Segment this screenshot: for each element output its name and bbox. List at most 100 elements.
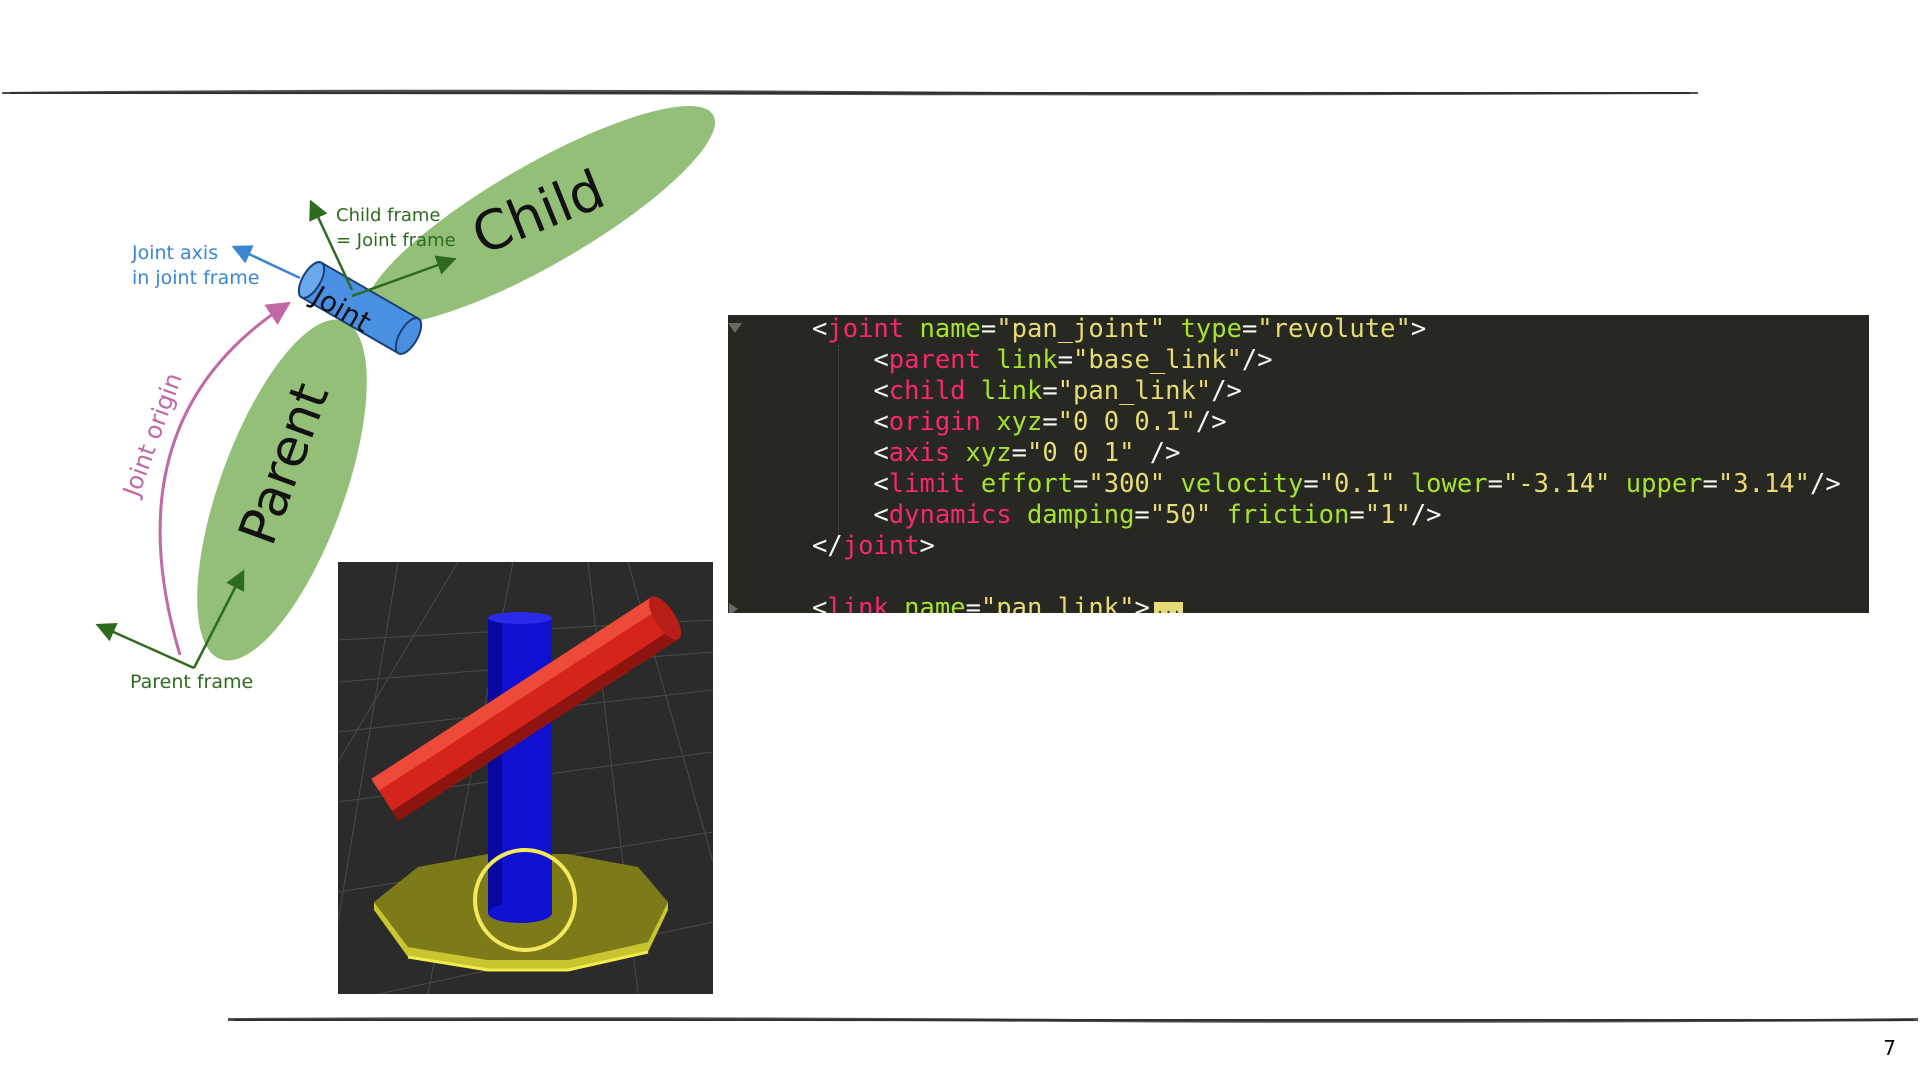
code-token: child bbox=[888, 376, 966, 406]
code-line: <origin xyz="0 0 0.1"/> bbox=[812, 407, 1227, 438]
code-token: link bbox=[980, 376, 1043, 406]
code-token: "pan_link" bbox=[980, 593, 1135, 613]
code-line: <joint name="pan_joint" type="revolute"> bbox=[812, 315, 1426, 345]
code-token: "pan_joint" bbox=[996, 315, 1166, 344]
code-token: origin bbox=[888, 407, 981, 437]
top-divider bbox=[2, 89, 1698, 96]
code-token: = bbox=[965, 593, 981, 613]
code-token: "base_link" bbox=[1073, 345, 1242, 375]
joint-axis-label: Joint axis in joint frame bbox=[131, 242, 259, 289]
code-token: "pan_link" bbox=[1057, 376, 1212, 406]
code-token: < bbox=[812, 376, 889, 406]
code-token: upper bbox=[1625, 469, 1703, 499]
code-token bbox=[1165, 315, 1180, 344]
code-token bbox=[950, 438, 965, 468]
code-token: > bbox=[1134, 593, 1150, 613]
child-frame-x-arrow bbox=[351, 255, 457, 298]
fold-marker[interactable]: ... bbox=[1153, 602, 1184, 613]
code-token: < bbox=[812, 315, 828, 344]
indent-guide bbox=[838, 345, 839, 535]
code-token: = bbox=[1303, 469, 1319, 499]
bottom-divider bbox=[228, 1017, 1918, 1023]
code-token: xyz bbox=[996, 407, 1043, 437]
code-token: = bbox=[1042, 376, 1058, 406]
code-token: "300" bbox=[1088, 469, 1166, 499]
code-token: "3.14" bbox=[1717, 469, 1811, 499]
code-line: <axis xyz="0 0 1" /> bbox=[812, 438, 1181, 469]
code-token: = bbox=[1134, 500, 1150, 530]
child-frame-y-arrow bbox=[309, 199, 354, 291]
code-token: link bbox=[827, 593, 889, 613]
code-token bbox=[1610, 469, 1625, 499]
code-token: /> bbox=[1810, 469, 1841, 499]
code-token: velocity bbox=[1180, 469, 1304, 499]
child-frame-label: Child frame = Joint frame bbox=[336, 205, 456, 251]
code-line: <limit effort="300" velocity="0.1" lower… bbox=[812, 469, 1841, 500]
code-token: axis bbox=[888, 438, 951, 468]
code-token: type bbox=[1180, 315, 1242, 344]
code-token: > bbox=[919, 531, 935, 561]
code-token: = bbox=[1057, 345, 1074, 375]
code-token: "50" bbox=[1149, 500, 1212, 530]
code-token bbox=[904, 315, 919, 344]
code-token: "0.1" bbox=[1318, 469, 1396, 499]
code-token: "1" bbox=[1364, 500, 1411, 530]
code-token: "0 0 0.1" bbox=[1057, 407, 1196, 437]
code-token: = bbox=[980, 315, 997, 344]
code-token: /> bbox=[1195, 407, 1227, 437]
code-token: joint bbox=[842, 531, 920, 561]
collapsed-fold-icon bbox=[729, 603, 738, 613]
joint-axis-arrow bbox=[231, 245, 301, 280]
code-token: friction bbox=[1226, 500, 1350, 530]
code-token: effort bbox=[980, 469, 1074, 499]
joint-cylinder bbox=[297, 261, 423, 355]
code-token: < bbox=[812, 438, 889, 468]
code-token: lower bbox=[1410, 469, 1488, 499]
code-token: "revolute" bbox=[1257, 315, 1411, 344]
code-token: /> bbox=[1410, 500, 1442, 530]
parent-frame-x-arrow bbox=[95, 622, 195, 670]
code-line: <child link="pan_link"/> bbox=[812, 376, 1242, 407]
code-token bbox=[1165, 469, 1180, 499]
code-token bbox=[1395, 469, 1410, 499]
code-line: <parent link="base_link"/> bbox=[812, 345, 1273, 376]
joint-frames-diagram: Parent Child Joint Joint origin Joint ax… bbox=[95, 106, 715, 693]
code-line: </joint> bbox=[812, 531, 935, 562]
code-token: link bbox=[996, 345, 1058, 375]
code-token: < bbox=[812, 469, 889, 499]
code-token bbox=[889, 593, 904, 613]
joint-origin-arc bbox=[158, 301, 292, 656]
code-token: name bbox=[919, 315, 981, 344]
code-token: "0 0 1" bbox=[1026, 438, 1135, 468]
code-line: <link name="pan_link">... bbox=[812, 593, 1184, 613]
code-token: xyz bbox=[965, 438, 1012, 468]
code-token: < bbox=[812, 345, 889, 375]
robot-render bbox=[337, 561, 714, 995]
code-token bbox=[966, 376, 981, 406]
fold-arrow-icon bbox=[728, 323, 742, 333]
code-token bbox=[981, 345, 996, 375]
code-token: < bbox=[812, 500, 889, 530]
code-token: = bbox=[1349, 500, 1365, 530]
code-token: = bbox=[1011, 438, 1027, 468]
code-token bbox=[966, 469, 981, 499]
code-token: damping bbox=[1026, 500, 1135, 530]
code-token bbox=[981, 407, 996, 437]
parent-frame-y-arrow bbox=[192, 569, 245, 669]
code-token: /> bbox=[1134, 438, 1181, 468]
code-token: "-3.14" bbox=[1502, 469, 1611, 499]
code-token: name bbox=[904, 593, 966, 613]
code-token: = bbox=[1042, 407, 1058, 437]
parent-frame-label: Parent frame bbox=[130, 671, 253, 693]
code-token bbox=[1012, 500, 1027, 530]
code-token bbox=[1211, 500, 1226, 530]
code-token: > bbox=[1410, 315, 1427, 344]
code-token: dynamics bbox=[888, 500, 1012, 530]
code-token: limit bbox=[888, 469, 966, 499]
code-token: </ bbox=[812, 531, 843, 561]
code-token: /> bbox=[1241, 345, 1273, 375]
code-token: < bbox=[812, 593, 828, 613]
code-token: parent bbox=[888, 345, 981, 375]
code-token: = bbox=[1073, 469, 1089, 499]
code-token: = bbox=[1487, 469, 1503, 499]
